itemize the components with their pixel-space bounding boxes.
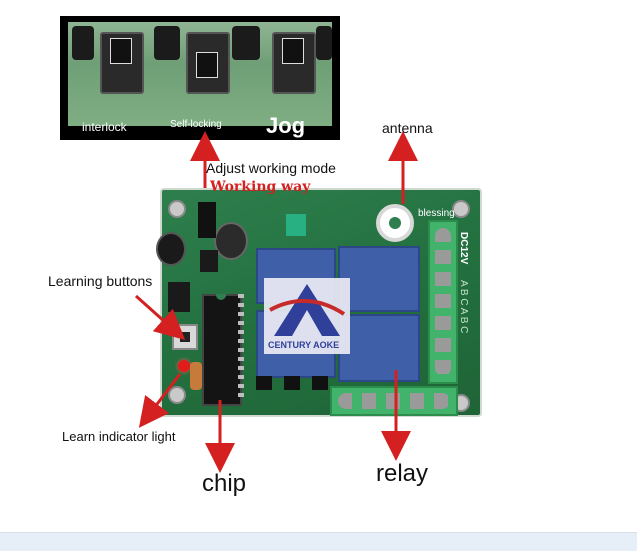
relay-label: relay: [376, 460, 429, 487]
power-terminal-strip: [330, 386, 458, 416]
terminal-letters: A B C A B C: [458, 280, 469, 334]
jog-label: Jog: [266, 113, 306, 138]
capacitor: [232, 26, 260, 60]
output-terminal-strip: [428, 220, 458, 384]
relay-block: [338, 314, 420, 382]
learning-button[interactable]: [172, 324, 198, 350]
capacitor: [154, 26, 180, 60]
mounting-hole: [168, 200, 186, 218]
decoder-chip: [202, 294, 242, 406]
learning-buttons-label: Learning buttons: [48, 273, 153, 289]
receiver-circuit-board: CENTURY AOKE DC12V A B C A B C: [156, 188, 482, 417]
small-ic: [168, 282, 190, 312]
learning-button-cap: [180, 332, 190, 342]
small-ic: [200, 250, 218, 272]
adjust-mode-label: Adjust working mode: [206, 160, 336, 176]
relay-block: [338, 246, 420, 312]
interlock-label: interlock: [82, 120, 127, 134]
jog-jumper-cap: [282, 38, 304, 64]
antenna-coil: [376, 204, 414, 242]
chip-label: chip: [202, 470, 247, 497]
terminal-screws: [435, 228, 451, 376]
mode-jumper-header: [198, 202, 216, 238]
voltage-label: DC12V: [458, 232, 469, 265]
logo-text: CENTURY AOKE: [268, 340, 340, 350]
mounting-hole: [452, 200, 470, 218]
mounting-hole: [168, 386, 186, 404]
transistor: [312, 376, 328, 390]
resistor: [190, 362, 202, 390]
chip-socket-pins: [238, 294, 244, 402]
self-locking-jumper-cap: [196, 52, 218, 78]
capacitor: [156, 232, 186, 266]
transistor: [284, 376, 300, 390]
learn-indicator-label: Learn indicator light: [62, 429, 176, 444]
learn-indicator-led: [178, 360, 190, 372]
bottom-strip: [0, 532, 637, 551]
mode-jumper-photo: interlock Self-locking Jog: [60, 16, 340, 140]
capacitor: [72, 26, 94, 60]
interlock-jumper-cap: [110, 38, 132, 64]
jumper-pcb-closeup: [68, 22, 332, 126]
self-locking-label: Self-locking: [170, 119, 222, 130]
chip-notch: [216, 294, 226, 300]
terminal-screws: [338, 393, 450, 409]
blessing-label: blessing: [418, 208, 455, 219]
capacitor: [214, 222, 248, 260]
working-way-label: Working way: [210, 179, 311, 195]
transistor: [256, 376, 272, 390]
antenna-coil-hole: [389, 217, 401, 229]
antenna-connector: [286, 214, 306, 236]
antenna-label: antenna: [382, 120, 433, 136]
capacitor: [316, 26, 332, 60]
logo-mark: [269, 284, 346, 336]
century-aoke-logo: CENTURY AOKE: [264, 278, 350, 354]
